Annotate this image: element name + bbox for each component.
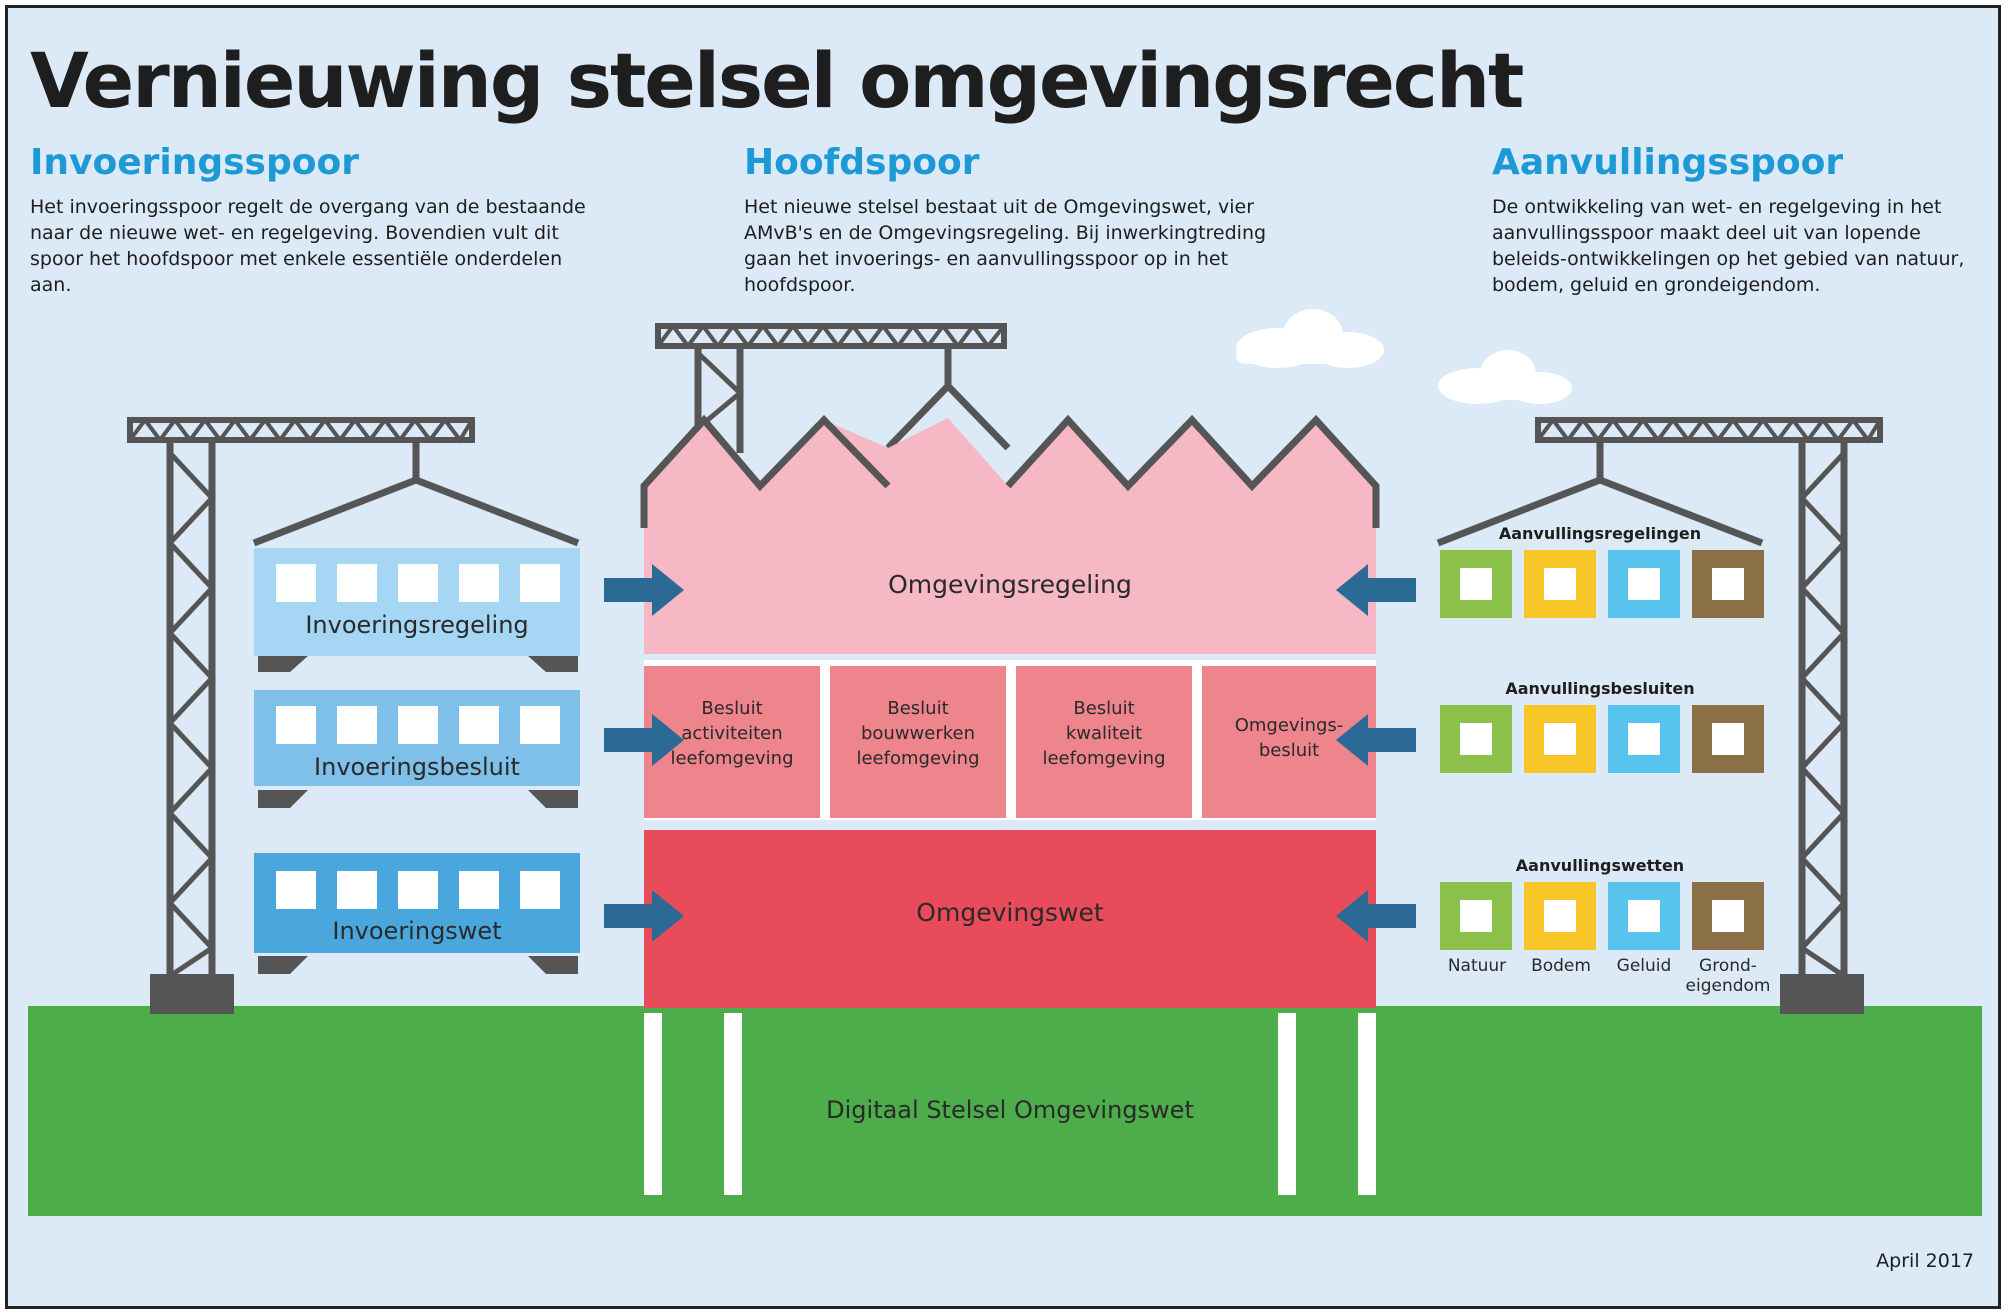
wagon-window (337, 564, 377, 602)
wagon-window (459, 706, 499, 744)
category-box-window (1544, 723, 1576, 755)
cloud-icon (1438, 350, 1572, 404)
category-box-window (1460, 568, 1492, 600)
diagram-illustration (28, 309, 1982, 1216)
amvb-line: Omgevings- (1234, 715, 1344, 736)
category-box-window (1628, 900, 1660, 932)
arrow-left-icon (1336, 564, 1416, 616)
category-box-window (1628, 723, 1660, 755)
label-aanvullingsbesluiten: Aanvullingsbesluiten (1505, 679, 1695, 698)
column-title-aanvullingsspoor: Aanvullingsspoor (1492, 142, 1844, 183)
page-title: Vernieuwing stelsel omgevingsrecht (30, 36, 1524, 125)
category-box-window (1460, 900, 1492, 932)
label-geluid: Geluid (1616, 956, 1672, 976)
wagon-window (276, 564, 316, 602)
category-box-window (1712, 568, 1744, 600)
wagon-window (337, 871, 377, 909)
label-amvb-bkl: Besluit kwaliteit leefomgeving (1016, 696, 1192, 771)
arrow-left-icon (1336, 890, 1416, 942)
category-box-window (1544, 900, 1576, 932)
label-omgevingsregeling: Omgevingsregeling (888, 570, 1132, 599)
category-boxes (1440, 550, 1764, 950)
amvb-line: kwaliteit (1065, 723, 1143, 744)
label-amvb-bbl: Besluit bouwwerken leefomgeving (830, 696, 1006, 771)
amvb-box (830, 666, 1006, 818)
amvb-line: Besluit (1073, 698, 1135, 719)
label-bodem: Bodem (1531, 956, 1591, 976)
arrow-right-icon (604, 564, 684, 616)
column-text-hoofdspoor: Het nieuwe stelsel bestaat uit de Omgevi… (744, 196, 1267, 296)
amvb-line: Besluit (887, 698, 949, 719)
omgevingswet-block (644, 830, 1376, 1008)
wagon-window (398, 706, 438, 744)
cloud-icon (1236, 309, 1384, 368)
wagon-window (520, 706, 560, 744)
left-crane (127, 416, 580, 979)
category-box-window (1544, 568, 1576, 600)
wagon-window (520, 564, 560, 602)
wagon-windows (276, 564, 560, 909)
category-box-window (1712, 723, 1744, 755)
label-grondeigendom: Grond- eigendom (1685, 956, 1771, 996)
wagon-window (459, 871, 499, 909)
label-invoeringsbesluit: Invoeringsbesluit (314, 753, 520, 781)
amvb-line: leefomgeving (856, 748, 980, 769)
amvb-line: Besluit (701, 698, 763, 719)
amvb-box (1016, 666, 1192, 818)
label-amvb-bal: Besluit activiteiten leefomgeving (644, 696, 820, 771)
date-label: April 2017 (1876, 1250, 1974, 1272)
wagon-window (398, 564, 438, 602)
amvb-line: activiteiten (681, 723, 783, 744)
building-pillars (644, 1013, 1376, 1195)
amvb-line: bouwwerken (860, 723, 976, 744)
label-omgevingswet: Omgevingswet (916, 898, 1104, 927)
ground (28, 1006, 1982, 1216)
label-digitaal-stelsel: Digitaal Stelsel Omgevingswet (826, 1096, 1194, 1124)
wagon-window (276, 706, 316, 744)
right-crane (1436, 416, 1883, 979)
category-box-window (1712, 900, 1744, 932)
diagram-frame: Vernieuwing stelsel omgevingsrecht Invoe… (5, 5, 2001, 1309)
wagon-window (520, 871, 560, 909)
category-box-window (1460, 723, 1492, 755)
wagon-window (459, 564, 499, 602)
middle-crane (655, 322, 1011, 453)
wagon-window (337, 706, 377, 744)
column-title-hoofdspoor: Hoofdspoor (744, 142, 980, 183)
label-amvb-ob: Omgevings- besluit (1202, 713, 1376, 763)
arrow-left-icon (1336, 714, 1416, 766)
building-roof (644, 418, 1376, 654)
column-text-aanvullingsspoor: De ontwikkeling van wet- en regelgeving … (1492, 196, 1965, 296)
amvb-line: leefomgeving (670, 748, 794, 769)
column-title-invoeringsspoor: Invoeringsspoor (30, 142, 359, 183)
label-aanvullingswetten: Aanvullingswetten (1515, 856, 1685, 875)
label-natuur: Natuur (1447, 956, 1507, 976)
column-text-invoeringsspoor: Het invoeringsspoor regelt de overgang v… (30, 196, 586, 296)
label-invoeringsregeling: Invoeringsregeling (305, 611, 529, 639)
wagon-window (276, 871, 316, 909)
arrow-right-icon (604, 714, 684, 766)
wagon-window (398, 871, 438, 909)
arrow-right-icon (604, 890, 684, 942)
label-aanvullingsregelingen: Aanvullingsregelingen (1498, 524, 1702, 543)
arrows (604, 564, 1416, 942)
category-box-window (1628, 568, 1660, 600)
label-invoeringswet: Invoeringswet (332, 917, 502, 945)
amvb-line: besluit (1258, 740, 1320, 761)
amvb-line: leefomgeving (1042, 748, 1166, 769)
